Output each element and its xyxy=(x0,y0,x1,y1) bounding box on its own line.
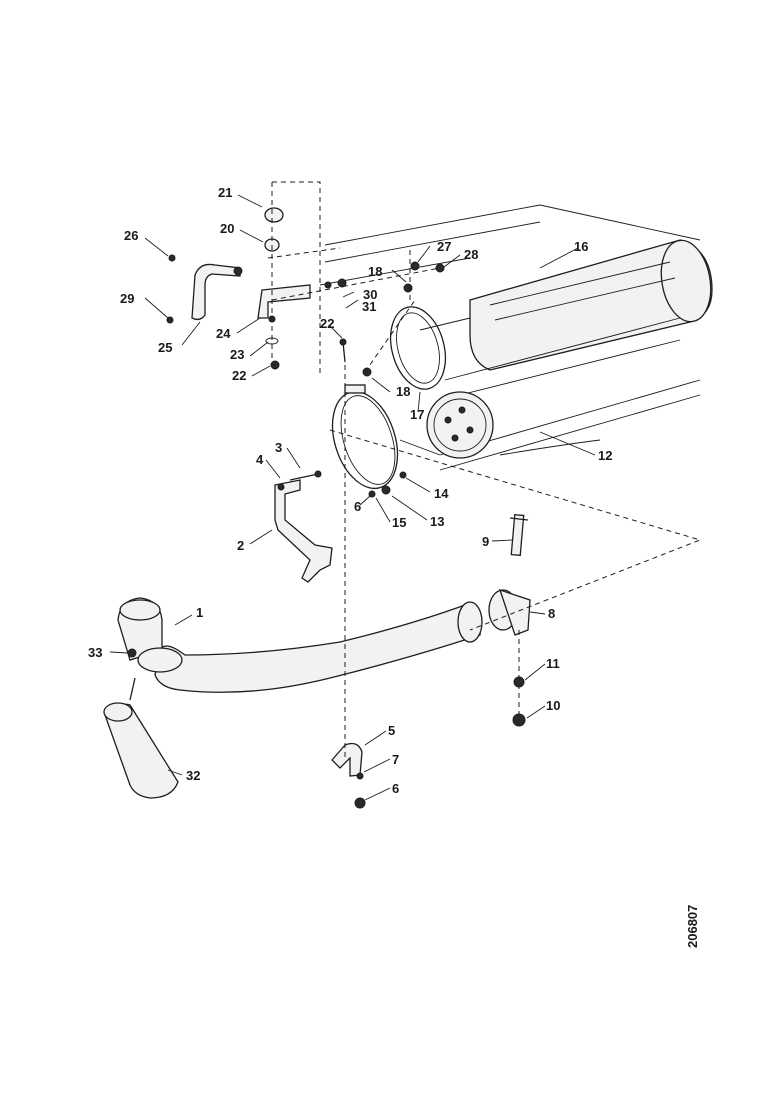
callout-22-upper-left: 22 xyxy=(232,368,246,383)
callout-26: 26 xyxy=(124,228,138,243)
callout-32: 32 xyxy=(186,768,200,783)
clamp-ring-17 xyxy=(389,306,447,390)
exhaust-pipe-1 xyxy=(117,597,483,693)
callout-labels: 21 20 26 29 25 24 23 22 30 31 18 27 28 1… xyxy=(88,185,612,796)
callout-9: 9 xyxy=(482,534,489,549)
callout-31: 31 xyxy=(362,299,376,314)
callout-30: 30 xyxy=(363,287,377,302)
callout-18-lower: 18 xyxy=(396,384,410,399)
callout-6: 6 xyxy=(392,781,399,796)
callout-27: 27 xyxy=(437,239,451,254)
tail-pipe-32 xyxy=(103,677,179,799)
callout-16: 16 xyxy=(574,239,588,254)
callout-15: 15 xyxy=(392,515,406,530)
callout-33: 33 xyxy=(88,645,102,660)
callout-23: 23 xyxy=(230,347,244,362)
callout-20: 20 xyxy=(220,221,234,236)
callout-2: 2 xyxy=(237,538,244,553)
callout-28: 28 xyxy=(464,247,478,262)
hanger-5 xyxy=(331,742,366,809)
callout-13: 13 xyxy=(430,514,444,529)
callout-14: 14 xyxy=(434,486,449,501)
callout-10: 10 xyxy=(546,698,560,713)
callout-12: 12 xyxy=(598,448,612,463)
support-bracket-2 xyxy=(274,470,333,583)
callout-1: 1 xyxy=(196,605,203,620)
callout-7: 7 xyxy=(392,752,399,767)
exhaust-tube-main xyxy=(419,317,681,456)
silencer xyxy=(469,239,713,371)
callout-4: 4 xyxy=(256,452,264,467)
flange-plate xyxy=(426,391,494,459)
alignment-lines xyxy=(267,181,702,760)
callout-5: 5 xyxy=(388,723,395,738)
callout-17: 17 xyxy=(410,407,424,422)
callout-8: 8 xyxy=(548,606,555,621)
callout-21: 21 xyxy=(218,185,232,200)
callout-22-center: 22 xyxy=(320,316,334,331)
callout-6-clamp: 6 xyxy=(354,499,361,514)
callout-25: 25 xyxy=(158,340,172,355)
callout-11: 11 xyxy=(546,656,560,671)
document-number: 206807 xyxy=(685,905,700,948)
callout-29: 29 xyxy=(120,291,134,306)
clamp-band-13 xyxy=(331,384,407,498)
clamp-8 xyxy=(488,514,531,727)
callout-3: 3 xyxy=(275,440,282,455)
bracket-assembly-top xyxy=(166,207,445,377)
callout-18-top: 18 xyxy=(368,264,382,279)
leader-lines xyxy=(109,194,596,801)
callout-24: 24 xyxy=(216,326,231,341)
